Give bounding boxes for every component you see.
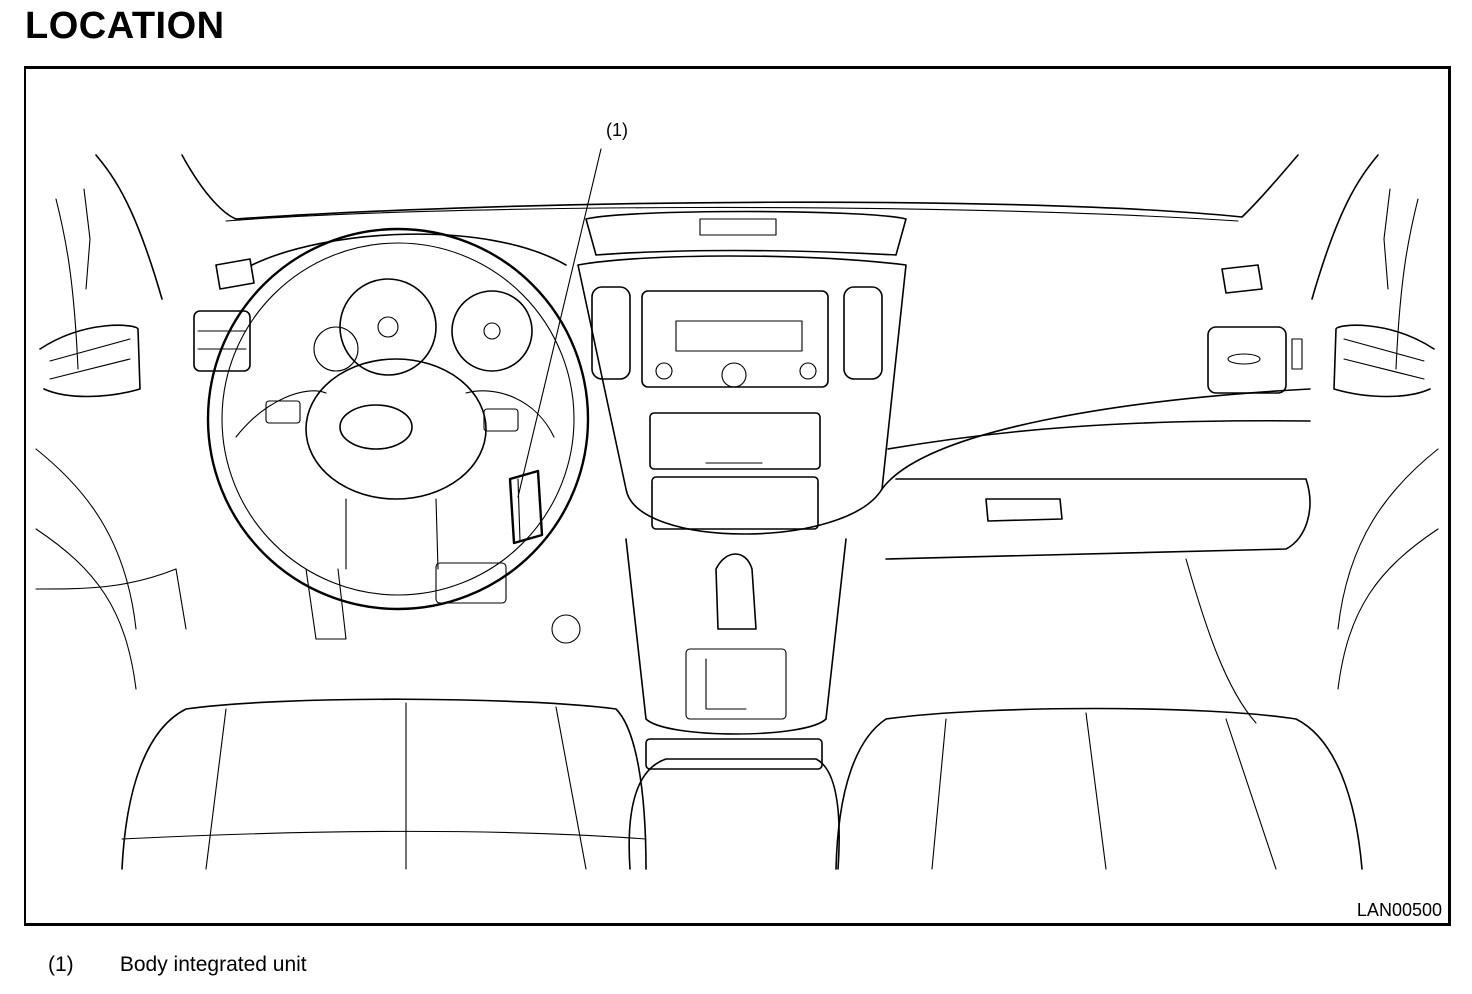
right-dash-edge	[881, 388, 1311, 490]
diagram-frame: (1) LAN00500	[24, 66, 1451, 926]
page-title: LOCATION	[25, 5, 225, 47]
center-storage	[649, 412, 821, 470]
right-seat	[835, 707, 1363, 870]
legend-item-label: Body integrated unit	[119, 953, 307, 976]
callout-1-label: (1)	[606, 120, 628, 140]
center-right-vent	[843, 286, 883, 380]
steering-hub	[305, 358, 487, 500]
instrument-hood	[251, 233, 567, 266]
right-door-panel	[1333, 324, 1435, 398]
center-display	[585, 210, 907, 256]
left-door-panel	[39, 324, 141, 398]
armrest	[628, 758, 840, 870]
console-tray	[645, 738, 823, 770]
dash-upper-line	[225, 206, 1239, 222]
dashboard-line-drawing	[35, 148, 1439, 870]
center-console	[625, 538, 847, 735]
left-seat	[121, 698, 647, 870]
steering-wheel	[206, 227, 590, 611]
drawing-code: LAN00500	[1356, 900, 1442, 920]
callout-leader-line	[517, 148, 602, 498]
body-integrated-unit	[508, 469, 544, 545]
center-stack-outline	[577, 255, 907, 535]
legend-item-number: (1)	[48, 953, 74, 976]
legend: (1) Body integrated unit	[48, 953, 307, 977]
glovebox	[885, 478, 1311, 560]
left-side-vent	[193, 310, 251, 372]
center-left-vent	[591, 286, 631, 380]
left-a-pillar	[95, 154, 163, 300]
glovebox-handle	[985, 498, 1063, 522]
left-corner-vent	[215, 258, 255, 290]
shift-lever	[715, 553, 757, 630]
right-corner-vent	[1221, 264, 1263, 294]
brake-pedal	[435, 562, 507, 604]
climate-panel	[651, 476, 819, 530]
emblem	[339, 404, 413, 450]
tachometer	[451, 290, 533, 372]
right-a-pillar	[1311, 154, 1379, 300]
legend-item: (1) Body integrated unit	[48, 953, 307, 977]
right-side-vent	[1207, 326, 1287, 394]
windshield-edge	[181, 154, 1299, 220]
